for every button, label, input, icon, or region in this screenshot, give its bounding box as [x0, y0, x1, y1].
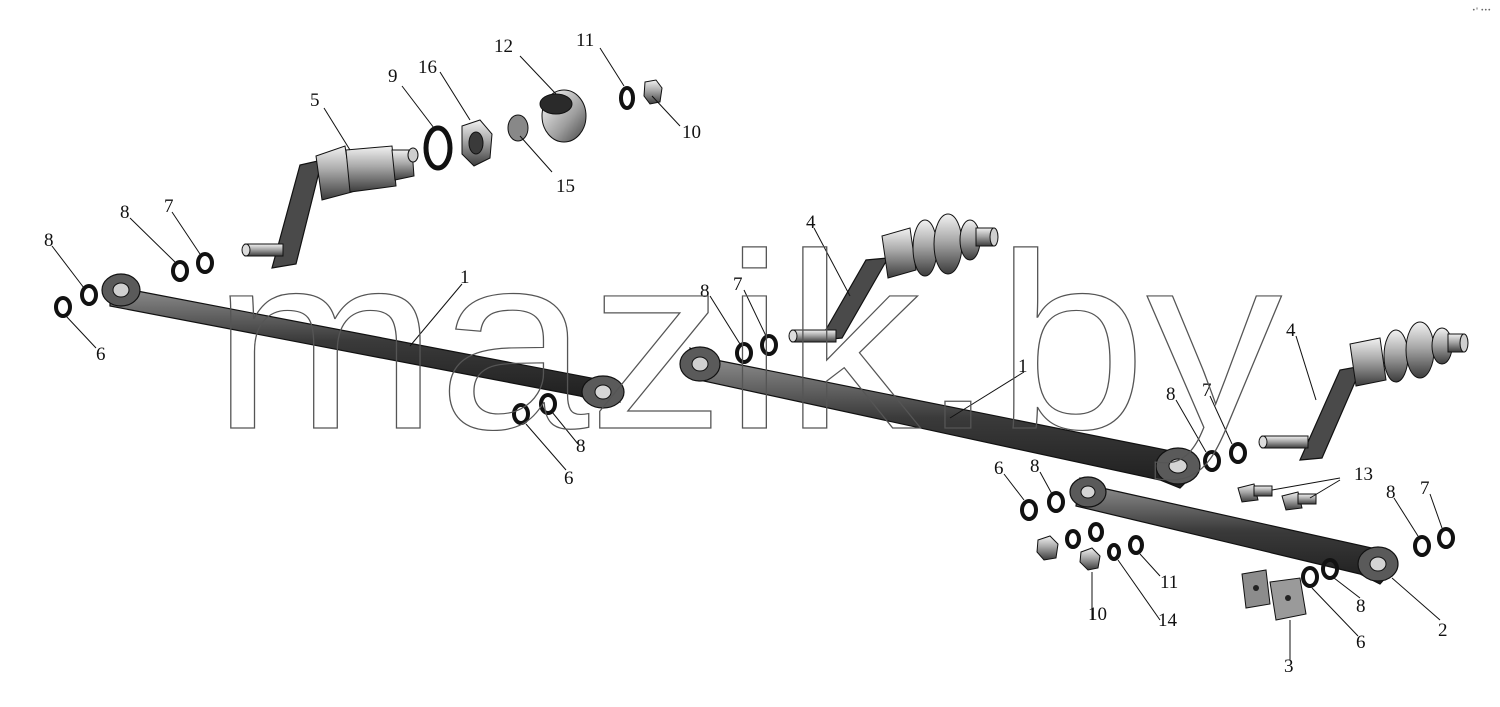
callout-8: 8 — [44, 230, 54, 251]
callout-15: 15 — [556, 176, 575, 197]
callout-6: 6 — [1356, 632, 1366, 653]
leader-lines — [51, 47, 1443, 660]
callout-6: 6 — [96, 344, 106, 365]
rod-1-middle — [679, 346, 1201, 489]
callout-1: 1 — [460, 267, 470, 288]
callouts: 12 11 9 16 5 15 10 8 7 8 6 1 8 6 4 8 7 1… — [44, 30, 1448, 677]
callout-2: 2 — [1438, 620, 1448, 641]
cup-12 — [539, 89, 587, 143]
callout-1: 1 — [1018, 356, 1028, 377]
watermark-text: mazik.by — [212, 202, 1282, 481]
lever-4-right-assembly — [1258, 321, 1469, 461]
callout-7: 7 — [733, 274, 743, 295]
callout-8: 8 — [576, 436, 586, 457]
callout-7: 7 — [164, 196, 174, 217]
callout-8: 8 — [1356, 596, 1366, 617]
callout-3: 3 — [1284, 656, 1294, 677]
callout-10: 10 — [1088, 604, 1107, 625]
callout-11: 11 — [1160, 572, 1178, 593]
callout-5: 5 — [310, 90, 320, 111]
nut-16 — [461, 119, 493, 167]
callout-8: 8 — [1386, 482, 1396, 503]
callout-11: 11 — [576, 30, 594, 51]
callout-8: 8 — [700, 281, 710, 302]
nut-10-top — [643, 79, 663, 105]
plug-15 — [507, 114, 529, 142]
plates-3 — [1241, 569, 1307, 621]
callout-4: 4 — [806, 212, 816, 233]
ring-9 — [423, 125, 453, 171]
callout-6: 6 — [564, 468, 574, 489]
callout-8: 8 — [1030, 456, 1040, 477]
lever-4-middle-assembly — [788, 213, 999, 343]
nuts-10-bottom — [1036, 535, 1101, 571]
callout-7: 7 — [1420, 478, 1430, 499]
lever-5-assembly — [241, 145, 419, 269]
rod-1-left — [101, 273, 625, 409]
callout-8: 8 — [120, 202, 130, 223]
callout-4: 4 — [1286, 320, 1296, 341]
corner-mark: •° ••• — [1472, 7, 1491, 14]
callout-14: 14 — [1158, 610, 1178, 631]
callout-12: 12 — [494, 36, 513, 57]
callout-8: 8 — [1166, 384, 1176, 405]
washers — [54, 252, 1455, 588]
callout-6: 6 — [994, 458, 1004, 479]
rod-2-right — [1069, 476, 1399, 585]
callout-16: 16 — [418, 57, 437, 78]
bolts-13 — [1237, 483, 1317, 511]
callout-9: 9 — [388, 66, 398, 87]
washer-11-top — [619, 86, 635, 110]
callout-10: 10 — [682, 122, 701, 143]
callout-13: 13 — [1354, 464, 1373, 485]
callout-7: 7 — [1202, 380, 1212, 401]
